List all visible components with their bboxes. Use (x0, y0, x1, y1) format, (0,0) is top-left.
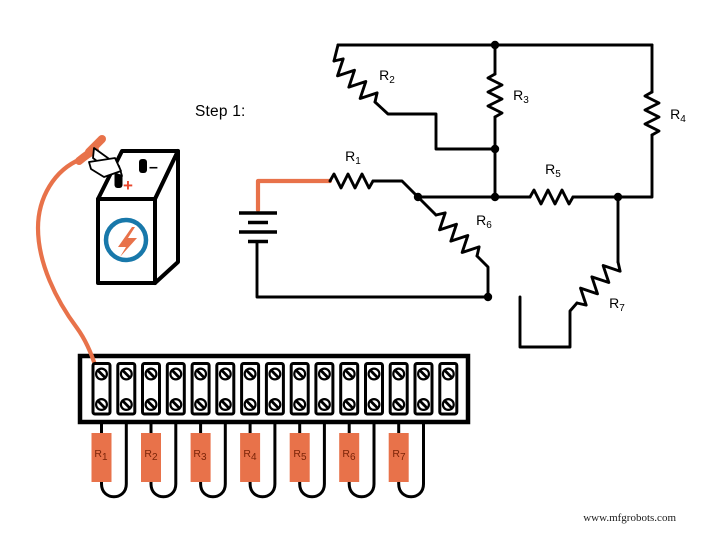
strip-resistor-body-r7 (388, 433, 409, 482)
wire (371, 179, 420, 199)
wire (373, 100, 497, 151)
screw-slot (269, 399, 280, 410)
screw-slot (195, 399, 206, 410)
strip-resistor-body-r5 (289, 433, 310, 482)
screw-slot (418, 399, 429, 410)
screw-slot (443, 368, 454, 380)
screw-slot (368, 399, 380, 410)
screw-slot (121, 368, 132, 380)
resistor-loop-lead (199, 422, 227, 499)
screw-slot (368, 368, 380, 380)
watermark: www.mfgrobots.com (583, 512, 676, 524)
schematic-label-r4: R4 (670, 106, 686, 125)
lightning-bolt-icon (118, 227, 137, 257)
resistor-zigzag-r7 (575, 260, 622, 307)
screw-slot (245, 399, 256, 410)
screw-slot (245, 368, 256, 380)
screw-slot (145, 368, 157, 380)
junction-dots (413, 40, 623, 302)
schematic-label-r5: R5 (545, 161, 561, 180)
battery-symbol (239, 211, 277, 244)
wire (518, 295, 579, 349)
strip-label-r1: R1 (94, 448, 108, 463)
resistor-zigzag-r1 (328, 172, 375, 190)
terminal-strip-resistors (91, 422, 425, 499)
screw-slot (344, 368, 355, 380)
battery-plus-label: + (123, 176, 133, 195)
battery-minus-label: – (149, 159, 158, 176)
screw-slot (418, 368, 429, 380)
resistor-loop-lead (149, 422, 178, 499)
screw-slot (145, 399, 157, 410)
screw-slot (294, 368, 305, 380)
strip-label-r2: R2 (144, 448, 158, 463)
wire (616, 133, 654, 199)
screw-slot (393, 399, 404, 410)
resistor-loop-lead (298, 422, 326, 499)
wire (255, 241, 490, 299)
screw-slot (344, 399, 355, 410)
screw-slot (294, 399, 305, 410)
resistor-zigzag-r5 (528, 188, 575, 206)
screw-slot (170, 399, 181, 410)
screw-slot (393, 368, 404, 380)
schematic-diagram (239, 40, 661, 349)
schematic-label-r1: R1 (345, 148, 361, 167)
screw-slot (170, 368, 181, 380)
strip-label-r5: R5 (293, 448, 307, 463)
strip-resistor-body-r1 (91, 433, 112, 482)
strip-resistor-body-r3 (190, 433, 211, 482)
wire (416, 195, 438, 217)
screw-slot (195, 368, 206, 380)
alligator-clip-icon (75, 135, 123, 178)
strip-resistor-body-r6 (339, 433, 360, 482)
strip-label-r7: R7 (392, 448, 406, 463)
schematic-label-r3: R3 (513, 87, 529, 106)
schematic-label-r6: R6 (476, 212, 492, 231)
screw-slot (96, 399, 107, 410)
screw-slot (220, 368, 231, 380)
screw-slot (96, 368, 107, 380)
negative-terminal-post (139, 159, 147, 173)
resistor-loop-lead (397, 422, 425, 499)
resistor-loop-lead (248, 422, 277, 499)
resistor-loop-lead (100, 422, 128, 499)
positive-lead-wire (255, 178, 333, 213)
schematic-label-r7: R7 (609, 295, 625, 314)
strip-label-r6: R6 (342, 448, 356, 463)
resistor-zigzag-r3 (486, 72, 504, 119)
step-label: Step 1: (195, 103, 246, 120)
screw-slot (269, 368, 280, 380)
wire (475, 254, 490, 299)
battery-clip-lead-wire (35, 156, 99, 371)
wire (332, 43, 340, 63)
strip-label-r4: R4 (243, 448, 257, 463)
strip-resistor-body-r2 (141, 433, 161, 482)
screw-slot (319, 399, 330, 410)
battery-illustration (75, 135, 180, 285)
schematic-label-r2: R2 (379, 67, 395, 86)
screw-slot (220, 399, 231, 410)
resistor-zigzag-r4 (643, 90, 661, 137)
resistor-zigzag-r6 (434, 211, 481, 258)
terminal-strip-cells (91, 362, 459, 416)
strip-resistor-body-r4 (240, 433, 261, 482)
screw-slot (443, 399, 454, 410)
resistor-zigzag-r2 (332, 57, 379, 104)
screw-slot (121, 399, 132, 410)
resistor-loop-lead (347, 422, 376, 499)
screw-slot (319, 368, 330, 380)
strip-label-r3: R3 (193, 448, 207, 463)
